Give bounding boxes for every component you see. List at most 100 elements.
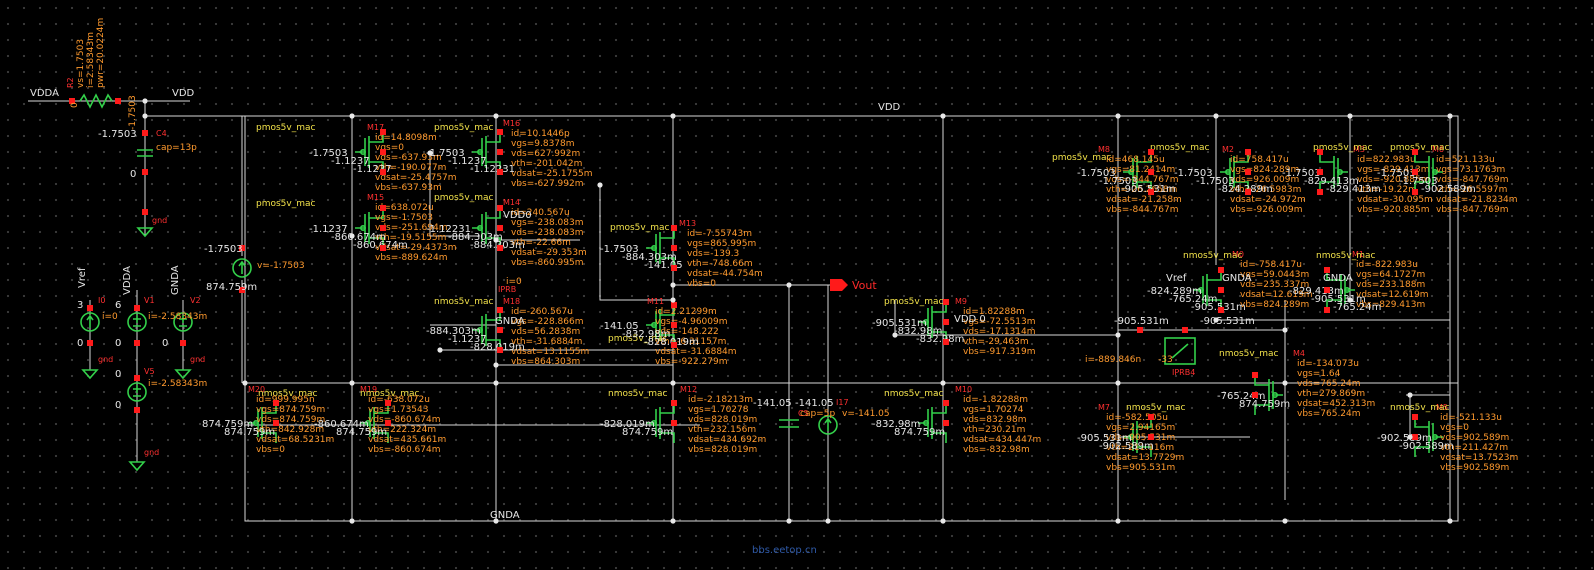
junction-dot xyxy=(825,518,831,524)
m15-param: id=638.072u xyxy=(375,203,434,213)
m9-node: -905.531m xyxy=(872,318,927,329)
junction-dot xyxy=(349,380,355,386)
pin-marker xyxy=(671,420,677,426)
net-label-vdd-rail: VDD xyxy=(878,102,901,113)
vref-net: Vref xyxy=(77,267,88,288)
m16-node: -1.1237 xyxy=(448,156,487,167)
m20-param: vds=874.759m xyxy=(256,415,325,425)
m18-param: vdsat=13.1155m xyxy=(511,347,589,357)
m14-symbol xyxy=(472,208,501,248)
pin-marker xyxy=(134,407,140,413)
m5-model: nmos5v_mac xyxy=(1390,403,1450,413)
m2-node: -1.7503 xyxy=(1196,176,1235,187)
iprb-node: -905.531m xyxy=(1114,316,1169,327)
pin-marker xyxy=(943,339,949,345)
pin-marker xyxy=(1218,307,1224,313)
gnd-label-1: gnd xyxy=(190,355,205,364)
pin-marker xyxy=(1412,434,1418,440)
left-node-5: 0 xyxy=(115,369,121,380)
m15-param: vgs=-1.7503 xyxy=(375,213,433,223)
m2-param: id=758.417u xyxy=(1230,155,1289,165)
m8-param: vth=-26.2658m xyxy=(1106,185,1177,195)
pin-marker xyxy=(671,342,677,348)
pin-marker xyxy=(1245,169,1251,175)
m15-param: vbs=-889.624m xyxy=(375,253,448,263)
pin-marker xyxy=(943,319,949,325)
m3-name: M3 xyxy=(1353,145,1365,154)
bias-value: v=-1.7503 xyxy=(257,261,305,271)
junction-dot xyxy=(786,282,792,288)
m20-name: M20 xyxy=(248,385,265,394)
pin-marker xyxy=(497,129,503,135)
m1-symbol-bubble xyxy=(1344,286,1351,293)
m18-param: vgs=-228.866m xyxy=(511,317,584,327)
m3-node: -829.413m xyxy=(1304,176,1359,187)
m17-param: vds=-637.93m xyxy=(375,153,442,163)
left-node-2: 6 xyxy=(115,300,121,311)
m0-node: -765.24m xyxy=(1169,294,1217,305)
pin-marker xyxy=(1137,327,1143,333)
v1-name: V1 xyxy=(144,296,155,305)
m7-node: -902.589m xyxy=(1099,441,1154,452)
m15-symbol-bubble xyxy=(359,225,366,232)
junction-dot xyxy=(1447,113,1453,119)
m19-name: M19 xyxy=(360,385,377,394)
m13-param: vth=-748.66m xyxy=(687,259,753,269)
m5-node: -902.589m xyxy=(1399,441,1454,452)
net-label-vdd-left: VDD xyxy=(172,88,195,99)
m1-param: vgs=64.1727m xyxy=(1356,270,1425,280)
m20-symbol-bubble xyxy=(253,419,260,426)
m12-symbol-bubble xyxy=(650,419,657,426)
m18-param: vds=56.2838m xyxy=(511,327,580,337)
i0-symbol xyxy=(80,312,100,332)
v5-value: i=-2.58343m xyxy=(148,379,207,389)
m13-param: vds=-139.3 xyxy=(687,249,739,259)
pin-marker xyxy=(1148,434,1154,440)
pin-marker xyxy=(273,420,279,426)
m3-param: vgs=-829.413m xyxy=(1357,165,1430,175)
m14-param: id=240.567u xyxy=(511,208,570,218)
m15-param: vdsat=-29.4373m xyxy=(375,243,457,253)
pin-marker xyxy=(239,245,245,251)
m0-param: vbs=824.289m xyxy=(1240,300,1309,310)
m12-param: id=-2.18213m xyxy=(688,395,753,405)
m0-param: vds=235.337m xyxy=(1240,280,1309,290)
v2-name: V2 xyxy=(190,296,201,305)
m9-symbol xyxy=(918,302,947,342)
m11-param: vds=-148.222 xyxy=(655,327,719,337)
m8-param: vdsat=-21.258m xyxy=(1106,195,1182,205)
c4-gnd: gnd xyxy=(152,216,167,225)
m8-param: vgs=81.2414m xyxy=(1106,165,1175,175)
m3-param: vbs=-920.885m xyxy=(1357,205,1430,215)
m3-param: vth=-19.22m xyxy=(1357,185,1417,195)
m11-node: -832.98m xyxy=(622,329,670,340)
m1-param: vdsat=12.619m xyxy=(1356,290,1429,300)
v1-symbol xyxy=(127,312,147,332)
rail-frame xyxy=(244,115,1459,522)
m7-param: vdsat=13.7729m xyxy=(1106,453,1184,463)
junction-dot xyxy=(940,380,946,386)
m20-param: id=999.995n xyxy=(256,395,315,405)
pin-marker xyxy=(239,287,245,293)
m0-param: vgs=59.0443m xyxy=(1240,270,1309,280)
m14-param: vdsat=-29.353m xyxy=(511,248,587,258)
pin-marker xyxy=(1317,189,1323,195)
junction-dot xyxy=(493,518,499,524)
pin-marker xyxy=(1148,169,1154,175)
m11-param: id=2.21299m xyxy=(655,307,717,317)
m11-model: pmos5v_mac xyxy=(608,334,668,344)
gnda-net: GNDA xyxy=(170,265,181,295)
pin-marker xyxy=(385,420,391,426)
m5-param: id=-521.133u xyxy=(1440,413,1502,423)
pin-marker xyxy=(1148,414,1154,420)
vdda-net: VDDA xyxy=(122,266,133,295)
m5-node: -902.589m xyxy=(1377,433,1432,444)
m18-symbol xyxy=(472,310,501,350)
i0-symbol-arrow xyxy=(86,314,94,328)
m1-node: -829.413m xyxy=(1289,286,1344,297)
pin-marker xyxy=(1324,307,1330,313)
m18-param: vth=-31.6884m xyxy=(511,337,582,347)
m5-param: vdsat=13.7523m xyxy=(1440,453,1518,463)
v2-symbol xyxy=(173,312,193,332)
junction-dot xyxy=(670,282,676,288)
